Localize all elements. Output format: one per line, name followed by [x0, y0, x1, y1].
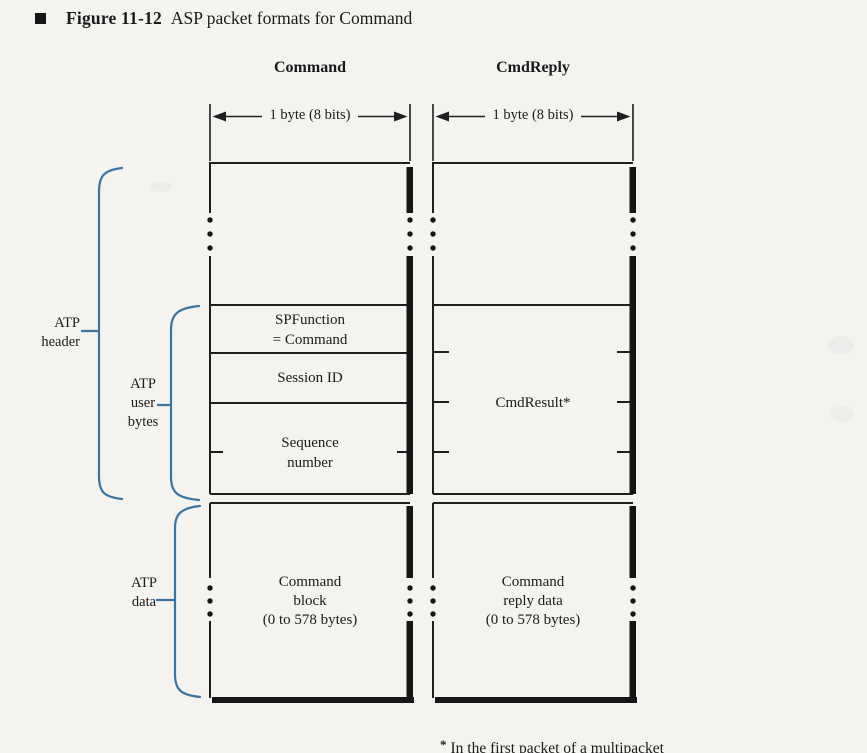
footnote: *In the first packet of a multipacket	[440, 737, 664, 753]
command-column-title: Command	[273, 59, 346, 76]
atp-data-label: ATP data	[131, 575, 157, 610]
atp-data-brace	[155, 504, 202, 699]
cmdreply-column-title: CmdReply	[496, 59, 570, 76]
command-packet-box	[209, 162, 410, 698]
sequence-number-field: Sequence number	[281, 435, 339, 471]
footnote-asterisk: *	[440, 737, 447, 752]
cmdresult-field: CmdResult*	[495, 395, 571, 411]
footnote-text: In the first packet of a multipacket	[450, 740, 664, 753]
atp-user-bytes-label: ATP user bytes	[127, 376, 159, 430]
spfunction-field: SPFunction = Command	[272, 312, 348, 348]
cmdreply-box-shadow	[435, 167, 637, 703]
command-box-shadow	[212, 167, 414, 703]
figure-bullet-icon	[35, 12, 46, 24]
command-byte-width-label: 1 byte (8 bits)	[269, 107, 351, 123]
figure-number: Figure 11-12	[66, 7, 162, 28]
cmdreply-break-dots	[430, 217, 636, 617]
figure-caption: ASP packet formats for Command	[170, 7, 413, 28]
atp-header-brace	[80, 166, 124, 501]
atp-header-label: ATP header	[41, 315, 80, 350]
command-block-field: Command block (0 to 578 bytes)	[262, 574, 358, 628]
arrowhead-icons	[212, 111, 631, 122]
command-reply-data-field: Command reply data (0 to 578 bytes)	[485, 574, 581, 628]
command-break-dots	[207, 217, 413, 617]
cmdreply-byte-width-label: 1 byte (8 bits)	[492, 107, 574, 123]
session-id-field: Session ID	[277, 370, 343, 386]
cmdreply-packet-box	[432, 162, 633, 698]
atp-user-bytes-brace	[156, 304, 201, 502]
figure-title: Figure 11-12 ASP packet formats for Comm…	[35, 6, 412, 30]
